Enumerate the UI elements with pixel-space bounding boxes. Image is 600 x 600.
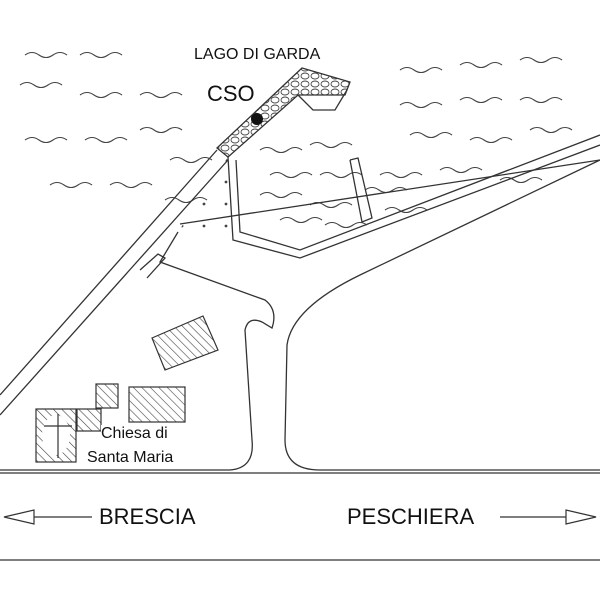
wave-mark [399, 101, 443, 109]
peschiera-direction-label: PESCHIERA [347, 504, 475, 529]
cso-marker [251, 113, 263, 125]
wave-mark [384, 206, 428, 214]
wave-mark [79, 51, 123, 59]
arrow-left-icon [3, 509, 35, 525]
wave-mark [469, 136, 513, 144]
wave-mark [49, 181, 93, 189]
wave-mark [84, 136, 128, 144]
harbour-basin [178, 134, 600, 259]
building [128, 386, 186, 423]
cross-icon [44, 414, 72, 458]
wave-mark [169, 156, 213, 164]
wave-mark [499, 176, 543, 184]
building [76, 408, 102, 432]
wave-mark [139, 126, 183, 134]
wave-mark [269, 171, 313, 179]
church-label-line1: Chiesa di [101, 425, 168, 443]
wave-mark [459, 96, 503, 104]
lake-waves [19, 51, 573, 229]
lake-label: LAGO DI GARDA [194, 46, 321, 63]
wave-mark [24, 51, 68, 59]
wave-mark [324, 221, 368, 229]
church-label-line2: Santa Maria [87, 449, 174, 467]
wave-mark [19, 81, 63, 89]
wave-mark [109, 181, 153, 189]
wave-mark [279, 216, 323, 224]
wave-mark [519, 96, 563, 104]
roads [0, 159, 600, 471]
wave-mark [399, 66, 443, 74]
wave-mark [164, 196, 208, 204]
buildings [35, 315, 219, 463]
building [95, 383, 119, 409]
wave-mark [139, 91, 183, 99]
wave-mark [519, 56, 563, 64]
wave-mark [24, 136, 68, 144]
coastal-road [0, 149, 229, 416]
main-road [0, 472, 600, 561]
wave-mark [319, 171, 363, 179]
wave-mark [409, 131, 453, 139]
wave-mark [439, 166, 483, 174]
wave-mark [259, 146, 303, 154]
cso-label: CSO [207, 81, 255, 106]
wave-mark [309, 141, 353, 149]
building [151, 315, 219, 371]
wave-mark [529, 126, 573, 134]
brescia-direction-label: BRESCIA [99, 504, 196, 529]
wave-mark [79, 91, 123, 99]
wave-mark [379, 171, 423, 179]
arrow-right-icon [565, 509, 597, 525]
wave-mark [259, 191, 303, 199]
wave-mark [459, 61, 503, 69]
